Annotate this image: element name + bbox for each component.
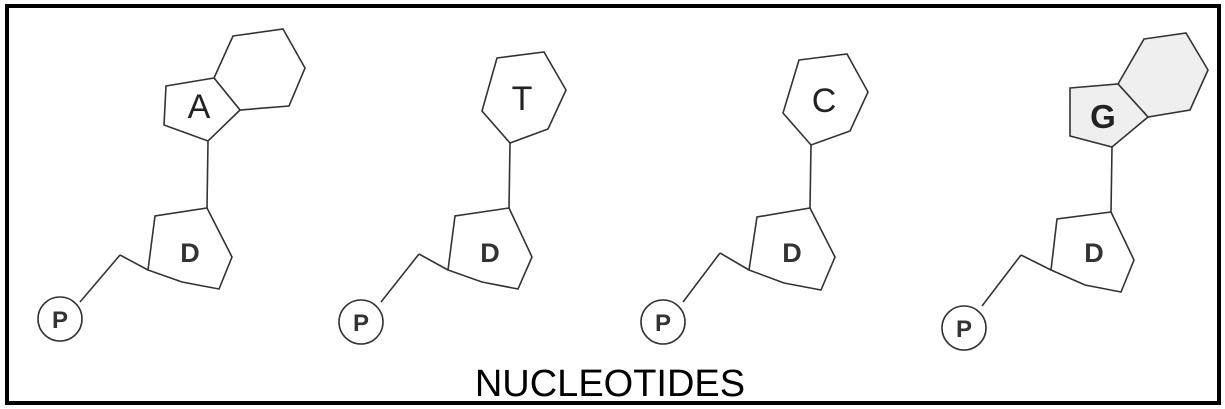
sugar-label: D: [480, 238, 500, 268]
nucleotide-guanine: D G P: [941, 32, 1209, 351]
phosphate-group: [640, 299, 686, 345]
phosphate-label: P: [956, 316, 972, 343]
nucleotide-adenine: D A P: [37, 28, 306, 342]
base-five-ring: [163, 77, 242, 142]
phosphate-sugar-link: [418, 253, 449, 271]
phosphate-sugar-link: [1020, 254, 1052, 271]
sugar-label: D: [782, 238, 802, 268]
deoxyribose-sugar: [1050, 211, 1135, 293]
nucleotide-cytosine: D C P: [640, 53, 869, 345]
base-label: T: [512, 80, 533, 118]
sugar-label: D: [1084, 238, 1104, 268]
phosphate-label: P: [353, 310, 369, 337]
phosphate-group: [338, 299, 384, 345]
base-five-ring: [1069, 83, 1150, 148]
base-label: C: [812, 82, 837, 120]
diagram-frame: [5, 4, 1221, 405]
diagram-title: NUCLEOTIDES: [475, 363, 745, 405]
deoxyribose-sugar: [147, 207, 233, 290]
sugar-base-link: [206, 140, 209, 209]
base-six-ring: [481, 51, 567, 144]
phosphate-label: P: [655, 310, 671, 337]
base-label: A: [188, 88, 211, 126]
deoxyribose-sugar: [447, 207, 533, 290]
sugar-base-link: [809, 144, 812, 209]
phosphate-label: P: [52, 307, 68, 334]
base-six-ring: [782, 53, 869, 146]
phosphate-sugar-link: [981, 254, 1022, 307]
phosphate-group: [37, 296, 83, 342]
phosphate-sugar-link: [119, 254, 149, 271]
phosphate-sugar-link: [719, 252, 750, 271]
deoxyribose-sugar: [748, 207, 836, 291]
phosphate-sugar-link: [79, 254, 121, 303]
phosphate-group: [941, 305, 987, 351]
sugar-base-link: [508, 142, 511, 209]
phosphate-sugar-link: [380, 253, 420, 303]
nucleotide-thymine: D T P: [338, 51, 567, 345]
phosphate-sugar-link: [682, 252, 721, 303]
sugar-base-link: [1110, 146, 1113, 213]
base-label: G: [1090, 98, 1116, 135]
sugar-label: D: [180, 238, 200, 268]
